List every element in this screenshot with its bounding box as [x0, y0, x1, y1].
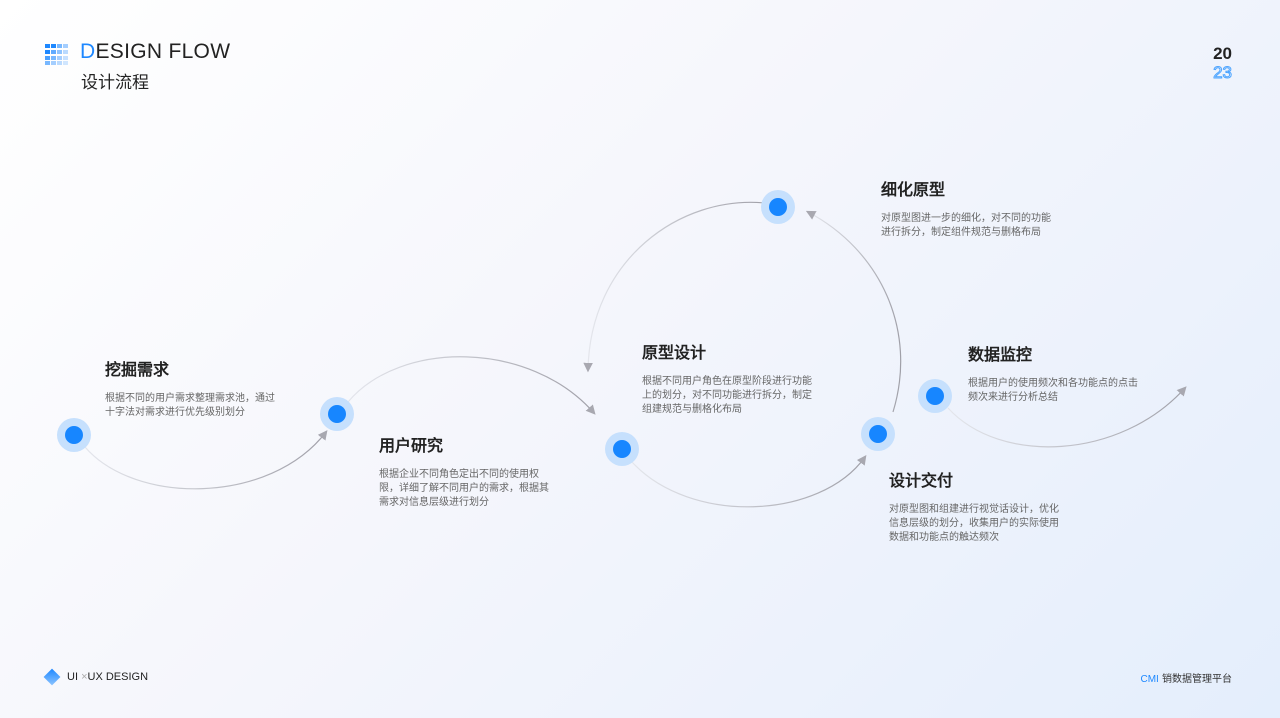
step-desc-line: 数据和功能点的触达频次: [889, 532, 999, 543]
page-title: DESIGN FLOW: [80, 40, 230, 64]
step-desc-line: 对原型图进一步的细化，对不同的功能: [881, 213, 1051, 224]
step-title: 用户研究: [379, 436, 444, 455]
step-6: 数据监控 根据用户的使用频次和各功能点的点击频次来进行分析总结: [968, 341, 1168, 405]
step-desc-line: 对原型图和组建进行视觉话设计，优化: [889, 504, 1059, 515]
flow-arrow-2: [347, 356, 596, 415]
footer-ux: UX DESIGN: [87, 671, 149, 683]
step-desc-line: 进行拆分，制定组件规范与删格布局: [881, 227, 1041, 238]
logo-grid-icon: [45, 44, 69, 66]
step-title: 设计交付: [889, 471, 954, 490]
step-node-1[interactable]: [57, 418, 91, 452]
step-desc-line: 需求对信息层级进行划分: [379, 497, 489, 508]
step-node-2[interactable]: [320, 397, 354, 431]
footer-brand: CMI: [1140, 674, 1159, 685]
step-4: 细化原型 对原型图进一步的细化，对不同的功能进行拆分，制定组件规范与删格布局: [881, 176, 1081, 240]
step-node-5[interactable]: [861, 417, 895, 451]
step-3: 原型设计 根据不同用户角色在原型阶段进行功能上的划分，对不同功能进行拆分，制定组…: [642, 339, 842, 417]
title-rest: ESIGN FLOW: [95, 40, 231, 63]
step-desc-line: 根据企业不同角色定出不同的使用权: [379, 469, 539, 480]
footer-ui: UI: [67, 671, 78, 683]
flow-arrow-4: [805, 210, 902, 413]
step-desc-line: 十字法对需求进行优先级别划分: [105, 407, 245, 418]
footer-right: CMI 销数据管理平台: [1140, 670, 1232, 685]
diamond-logo-icon: [43, 668, 61, 686]
title-accent-letter: D: [80, 40, 96, 63]
step-desc-line: 根据不同用户角色在原型阶段进行功能: [642, 376, 812, 387]
step-title: 细化原型: [881, 180, 946, 199]
flow-arrow-5: [583, 201, 766, 373]
year-bottom: 23: [1213, 63, 1233, 83]
footer-platform: 销数据管理平台: [1162, 674, 1232, 685]
step-title: 原型设计: [642, 343, 707, 362]
step-desc-line: 信息层级的划分，收集用户的实际使用: [889, 518, 1059, 529]
step-desc-line: 组建规范与删格化布局: [642, 404, 742, 415]
step-node-6[interactable]: [918, 379, 952, 413]
step-title: 挖掘需求: [105, 360, 170, 379]
step-desc-line: 根据不同的用户需求整理需求池，通过: [105, 393, 275, 404]
flow-arrow-1: [84, 430, 328, 490]
step-desc-line: 限，详细了解不同用户的需求，根据其: [379, 483, 549, 494]
footer-left: UI ×UX DESIGN: [43, 668, 149, 686]
step-node-3[interactable]: [605, 432, 639, 466]
step-title: 数据监控: [968, 345, 1033, 364]
step-node-4[interactable]: [761, 190, 795, 224]
step-desc-line: 根据用户的使用频次和各功能点的点击: [968, 378, 1138, 389]
step-desc-line: 频次来进行分析总结: [968, 392, 1058, 403]
page-subtitle: 设计流程: [81, 73, 149, 93]
step-2: 用户研究 根据企业不同角色定出不同的使用权限，详细了解不同用户的需求，根据其需求…: [379, 432, 579, 510]
step-1: 挖掘需求 根据不同的用户需求整理需求池，通过十字法对需求进行优先级别划分: [105, 356, 305, 420]
step-5: 设计交付 对原型图和组建进行视觉话设计，优化信息层级的划分，收集用户的实际使用数…: [889, 467, 1089, 545]
flow-arrow-3: [631, 455, 867, 508]
year-top: 20: [1213, 44, 1232, 63]
footer-x: ×: [81, 671, 88, 683]
step-desc-line: 上的划分，对不同功能进行拆分，制定: [642, 390, 812, 401]
flow-arrow-6: [947, 386, 1187, 448]
